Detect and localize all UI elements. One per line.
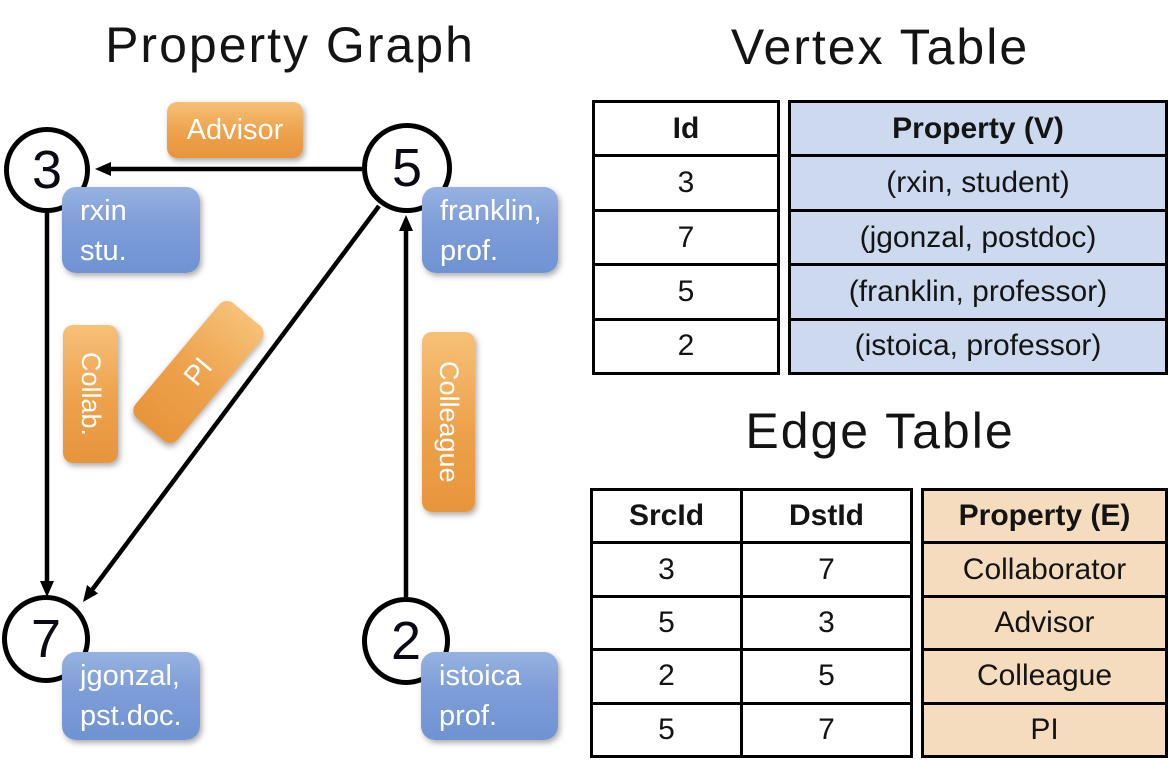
vertex-property-box-3: rxin stu. xyxy=(62,187,200,273)
table-cell: (rxin, student) xyxy=(791,154,1165,208)
column-header: DstId xyxy=(740,491,910,542)
column-header: Property (V) xyxy=(892,111,1064,145)
property-graph-title: Property Graph xyxy=(105,17,475,73)
vertex-table-title: Vertex Table xyxy=(730,19,1030,75)
table-cell: 5 xyxy=(658,606,675,640)
table-cell: (istoica, professor) xyxy=(791,317,1165,372)
vertex-property-line: jgonzal, xyxy=(80,660,180,692)
vertex-property-box-5: franklin, prof. xyxy=(422,187,558,273)
table-cell: 2 xyxy=(658,659,675,693)
table-cell: 3 xyxy=(658,552,675,586)
node-id-label: 5 xyxy=(391,138,423,198)
edge-label-advisor: Advisor xyxy=(167,102,303,158)
edge-label-text: Colleague xyxy=(434,361,464,483)
graph-node-5: 5 xyxy=(362,123,452,213)
table-cell: 7 xyxy=(740,544,910,595)
vertex-property-line: prof. xyxy=(440,235,499,267)
edge-label-colleague: Colleague xyxy=(422,332,475,512)
table-row: 2 5 xyxy=(593,648,910,702)
vertex-property-line: istoica xyxy=(439,660,522,692)
edge-label-text: Advisor xyxy=(186,113,284,146)
table-cell: Advisor xyxy=(924,594,1165,648)
vertex-property-box-2: istoica prof. xyxy=(421,652,558,740)
edge-label-text: Collab. xyxy=(76,351,106,437)
table-header-row: SrcId DstId xyxy=(593,491,910,542)
vertex-table-id-column: Id 3 7 5 2 xyxy=(592,100,780,375)
table-cell: Colleague xyxy=(924,648,1165,701)
table-cell: (jgonzal, postdoc) xyxy=(791,208,1165,263)
edge-table-id-columns: SrcId DstId 3 7 5 3 2 5 5 7 xyxy=(590,488,913,758)
table-row: 3 7 xyxy=(593,541,910,595)
graph-node-2: 2 xyxy=(362,597,450,685)
vertex-property-box-7: jgonzal, pst.doc. xyxy=(62,652,200,740)
table-cell: PI xyxy=(924,701,1165,755)
table-cell: 5 xyxy=(595,263,777,317)
node-id-label: 2 xyxy=(390,611,422,671)
table-cell: 5 xyxy=(658,712,675,746)
edge-table-property-column: Property (E) Collaborator Advisor Collea… xyxy=(921,488,1168,758)
table-cell: 7 xyxy=(595,208,777,263)
table-cell: 3 xyxy=(595,154,777,208)
edge-label-collab: Collab. xyxy=(63,325,118,463)
edge-table-title: Edge Table xyxy=(745,403,1015,459)
table-cell: 5 xyxy=(740,651,910,702)
vertex-property-line: franklin, xyxy=(440,195,542,227)
edge-table: SrcId DstId 3 7 5 3 2 5 5 7 Property (E)… xyxy=(590,488,1168,758)
column-header: Id xyxy=(672,111,700,145)
table-row: 5 7 xyxy=(593,701,910,756)
graph-edges-canvas xyxy=(40,162,413,603)
node-id-label: 3 xyxy=(31,140,63,200)
table-cell: 2 xyxy=(595,317,777,372)
table-cell: 3 xyxy=(740,597,910,649)
vertex-property-line: pst.doc. xyxy=(80,700,182,732)
edge-line-pi-5-to-7 xyxy=(83,204,381,603)
vertex-property-line: prof. xyxy=(439,700,498,732)
vertex-table: Id 3 7 5 2 Property (V) (rxin, student) … xyxy=(592,100,1168,375)
vertex-property-line: stu. xyxy=(80,235,127,267)
table-cell: 7 xyxy=(740,704,910,756)
table-row: 5 3 xyxy=(593,594,910,649)
node-id-label: 7 xyxy=(30,609,62,669)
table-cell: (franklin, professor) xyxy=(791,263,1165,317)
column-header: SrcId xyxy=(628,499,705,533)
vertex-table-property-column: Property (V) (rxin, student) (jgonzal, p… xyxy=(788,100,1168,375)
edge-label-text: PI xyxy=(177,351,219,392)
vertex-property-line: rxin xyxy=(80,195,127,227)
table-cell: Collaborator xyxy=(924,541,1165,594)
column-header: Property (E) xyxy=(958,499,1131,533)
